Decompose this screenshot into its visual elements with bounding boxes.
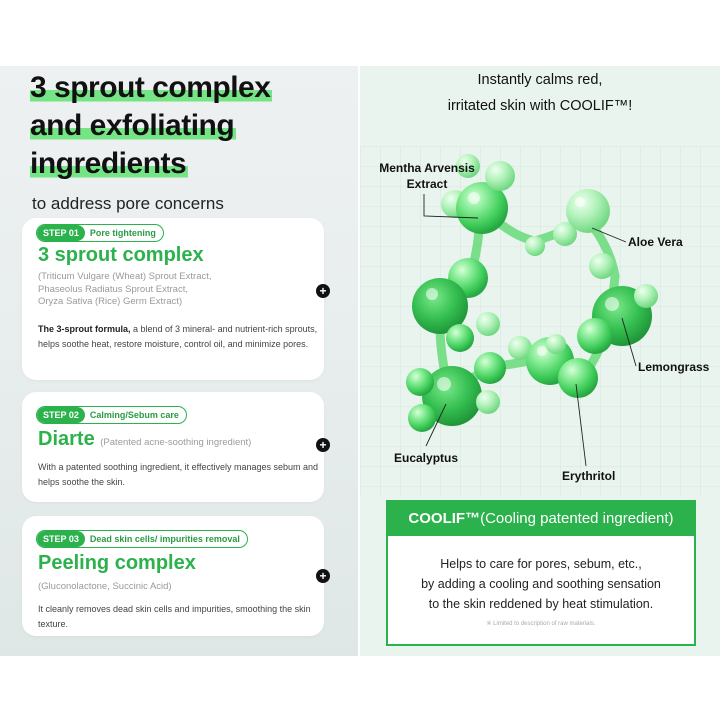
label-erythritol: Erythritol — [562, 469, 616, 483]
step-label: Calming/Sebum care — [89, 410, 179, 420]
coolif-description: Helps to care for pores, sebum, etc., by… — [421, 557, 661, 611]
step-card-2: STEP 02 Calming/Sebum care Diarte (Paten… — [22, 392, 324, 502]
card-ingredients: (Gluconolactone, Succinic Acid) — [38, 581, 172, 592]
card-description: With a patented soothing ingredient, it … — [38, 462, 319, 487]
headline-line-2: and exfoliating — [30, 109, 237, 142]
step-number: STEP 02 — [37, 407, 85, 423]
label-lemongrass: Lemongrass — [638, 360, 710, 374]
card-title: 3 sprout complex — [38, 244, 204, 266]
heading-line-2: irritated skin with COOLIF™! — [447, 98, 633, 114]
step-label: Pore tightening — [89, 228, 156, 238]
plus-icon[interactable]: + — [316, 284, 330, 298]
card-description: It cleanly removes dead skin cells and i… — [38, 604, 311, 629]
card-title: Peeling complex — [38, 552, 196, 574]
ingredient-molecule-illustration — [360, 146, 720, 496]
step-card-1: STEP 01 Pore tightening 3 sprout complex… — [22, 218, 324, 380]
card-title: Diarte (Patented acne-soothing ingredien… — [38, 428, 252, 450]
step-number: STEP 03 — [37, 531, 85, 547]
coolif-footnote: ※ Limited to description of raw material… — [486, 621, 596, 627]
left-panel: 3 sprout complex and exfoliating ingredi… — [0, 66, 358, 656]
headline-line-1: 3 sprout complex — [30, 71, 273, 104]
card-description: The 3-sprout formula, a blend of 3 miner… — [38, 324, 318, 349]
label-eucalyptus: Eucalyptus — [394, 451, 459, 465]
step-card-3: STEP 03 Dead skin cells/ impurities remo… — [22, 516, 324, 636]
subtitle: to address pore concerns — [32, 194, 224, 213]
label-mentha-arvensis: Mentha Arvensis Extract — [379, 161, 475, 191]
step-label: Dead skin cells/ impurities removal — [89, 534, 240, 544]
plus-icon[interactable]: + — [316, 438, 330, 452]
step-badge: STEP 02 Calming/Sebum care — [36, 406, 187, 424]
coolif-info-box: COOLIF™(Cooling patented ingredient) Hel… — [386, 500, 696, 646]
headline-line-3: ingredients — [30, 147, 189, 180]
step-badge: STEP 03 Dead skin cells/ impurities remo… — [36, 530, 248, 548]
step-number: STEP 01 — [37, 225, 85, 241]
right-panel: Instantly calms red, irritated skin with… — [360, 66, 720, 656]
step-badge: STEP 01 Pore tightening — [36, 224, 164, 242]
label-aloe-vera: Aloe Vera — [628, 235, 683, 249]
plus-icon[interactable]: + — [316, 569, 330, 583]
heading-line-1: Instantly calms red, — [477, 72, 603, 88]
coolif-header: COOLIF™(Cooling patented ingredient) — [388, 502, 694, 536]
card-ingredients: (Triticum Vulgare (Wheat) Sprout Extract… — [38, 271, 212, 307]
